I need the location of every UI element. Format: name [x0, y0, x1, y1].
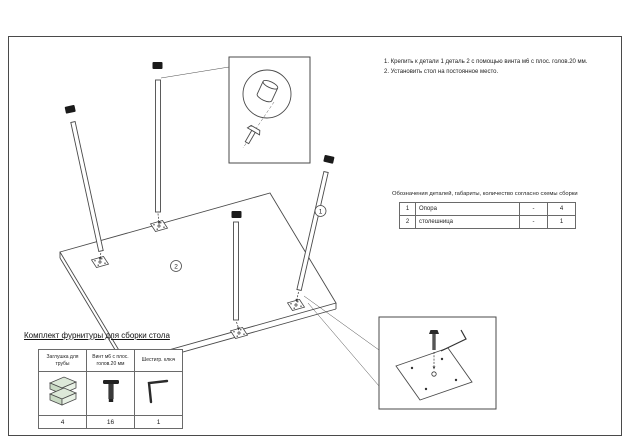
- kit-item-qty: 1: [134, 415, 183, 429]
- tube-cap-icon: [48, 376, 77, 406]
- leader-line: [303, 295, 380, 351]
- leg-2: [155, 79, 161, 213]
- kit-item-qty: 4: [38, 415, 87, 429]
- tube-cap-2: [152, 62, 163, 69]
- mounting-plate: [229, 327, 249, 339]
- hex-key-icon: [147, 379, 168, 404]
- assembly-arrow: [99, 213, 299, 328]
- kit-item-label: Шестигр. ключ: [134, 349, 183, 372]
- kit-item-label: Заглушка для трубы: [38, 349, 87, 372]
- kit-item-label: Винт м6 с плос. голов.20 мм: [86, 349, 135, 372]
- arrowheads: [98, 221, 299, 331]
- part-name-cell: столешница: [415, 215, 520, 229]
- kit-icon-cell: [86, 371, 135, 416]
- parts-table-title: Обозначения деталей, габариты, количеств…: [392, 191, 578, 197]
- tabletop: [59, 192, 337, 369]
- kit-item-qty: 16: [86, 415, 135, 429]
- mounting-plate-detail: [395, 347, 473, 401]
- kit-icon-cell: [134, 371, 183, 416]
- kit-icon-cell: [38, 371, 87, 416]
- hex-key-detail: [440, 329, 467, 352]
- callout-1-support: 1: [314, 205, 327, 217]
- hardware-kit-title: Комплект фурнитуры для сборки стола: [24, 331, 170, 340]
- instruction-line-2: 2. Установить стол на постоянное место.: [384, 68, 499, 75]
- detail-callout-box-top: [228, 56, 311, 164]
- kit-qty-row: 4 16 1: [38, 415, 183, 429]
- leader-line: [160, 66, 230, 79]
- tube-cap-3: [231, 211, 242, 218]
- kit-header-row: Заглушка для трубы Винт м6 с плос. голов…: [38, 349, 183, 372]
- leg-3: [233, 221, 239, 321]
- flat-head-screw-icon: [102, 380, 119, 402]
- parts-table-row: 2 столешница - 1: [399, 215, 576, 229]
- detail-callout-box-bottom: [378, 316, 497, 410]
- assembly-instructions: 1. Крепить к детали 1 деталь 2 с помощью…: [384, 58, 622, 77]
- mounting-plate: [286, 299, 306, 311]
- tube-cap-detail: [256, 79, 279, 103]
- flat-head-screw-detail: [244, 124, 261, 145]
- parts-list-table: 1 Опора - 4 2 столешница - 1: [399, 202, 576, 229]
- leg-4: [296, 170, 329, 292]
- parts-table-row: 1 Опора - 4: [399, 202, 576, 216]
- callout-2-label: 2: [174, 263, 178, 270]
- callout-2-tabletop: 2: [170, 260, 182, 272]
- tube-cap-4: [323, 154, 335, 164]
- part-dims-cell: -: [519, 202, 548, 216]
- callout-1-label: 1: [319, 208, 323, 215]
- part-number-cell: 2: [399, 215, 416, 229]
- leg-1: [70, 120, 104, 253]
- part-qty-cell: 4: [547, 202, 576, 216]
- leader-line: [307, 302, 380, 387]
- tube-cap-1: [64, 105, 76, 114]
- kit-icon-row: [38, 371, 183, 416]
- part-number-cell: 1: [399, 202, 416, 216]
- part-name-cell: Опора: [415, 202, 520, 216]
- part-qty-cell: 1: [547, 215, 576, 229]
- hardware-kit-table: Заглушка для трубы Винт м6 с плос. голов…: [38, 349, 183, 429]
- bolt-detail: [429, 330, 439, 370]
- part-dims-cell: -: [519, 215, 548, 229]
- instruction-line-1: 1. Крепить к детали 1 деталь 2 с помощью…: [384, 59, 588, 65]
